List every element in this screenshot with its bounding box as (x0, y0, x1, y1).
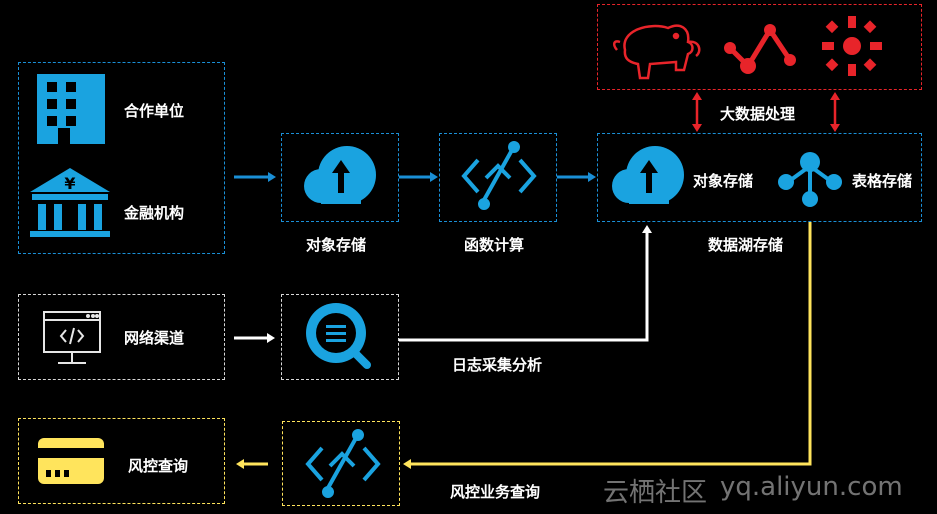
finance-label: 金融机构 (124, 204, 185, 222)
source-institutions-box (18, 62, 225, 254)
object-storage-box (281, 133, 399, 222)
function-compute-box (439, 133, 557, 222)
watermark-cn: 云栖社区 (603, 478, 708, 508)
log-service-box (281, 294, 399, 380)
big-data-processing-box (597, 4, 922, 90)
table-storage-label: 表格存储 (852, 172, 913, 190)
big-data-processing-label: 大数据处理 (720, 105, 796, 123)
svg-text:¥: ¥ (64, 174, 75, 193)
function-compute-label: 函数计算 (464, 236, 525, 254)
watermark-en: yq.aliyun.com (720, 472, 903, 502)
network-channel-label: 网络渠道 (124, 329, 185, 347)
risk-control-box (18, 418, 225, 504)
lake-object-storage-label: 对象存储 (693, 172, 754, 190)
risk-control-label: 风控查询 (128, 457, 189, 475)
data-lake-label: 数据湖存储 (708, 236, 784, 254)
log-service-label: 日志采集分析 (452, 356, 543, 374)
network-channel-box (18, 294, 225, 380)
risk-query-box (282, 421, 400, 506)
partner-label: 合作单位 (124, 102, 185, 120)
risk-query-service-label: 风控业务查询 (450, 483, 541, 501)
data-lake-box (597, 133, 922, 222)
object-storage-label: 对象存储 (306, 236, 367, 254)
